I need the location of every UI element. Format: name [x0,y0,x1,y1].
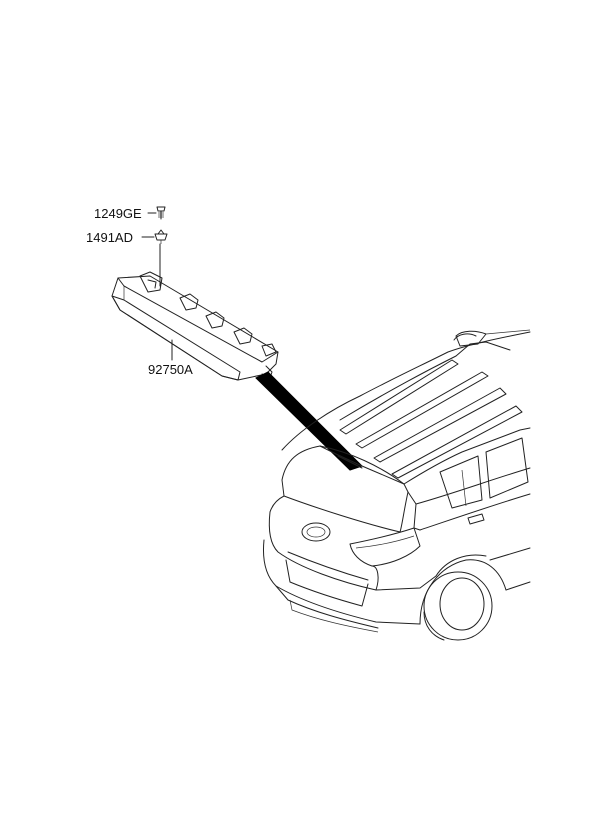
clip-nut-icon[interactable] [154,229,168,244]
location-pointer [255,371,363,471]
part-number-lamp[interactable]: 92750A [148,362,193,377]
part-number-screw[interactable]: 1249GE [94,206,142,221]
screw-icon[interactable] [156,206,166,220]
vehicle-illustration [263,329,531,641]
part-number-nut[interactable]: 1491AD [86,230,133,245]
stop-lamp-assembly[interactable] [111,271,279,381]
